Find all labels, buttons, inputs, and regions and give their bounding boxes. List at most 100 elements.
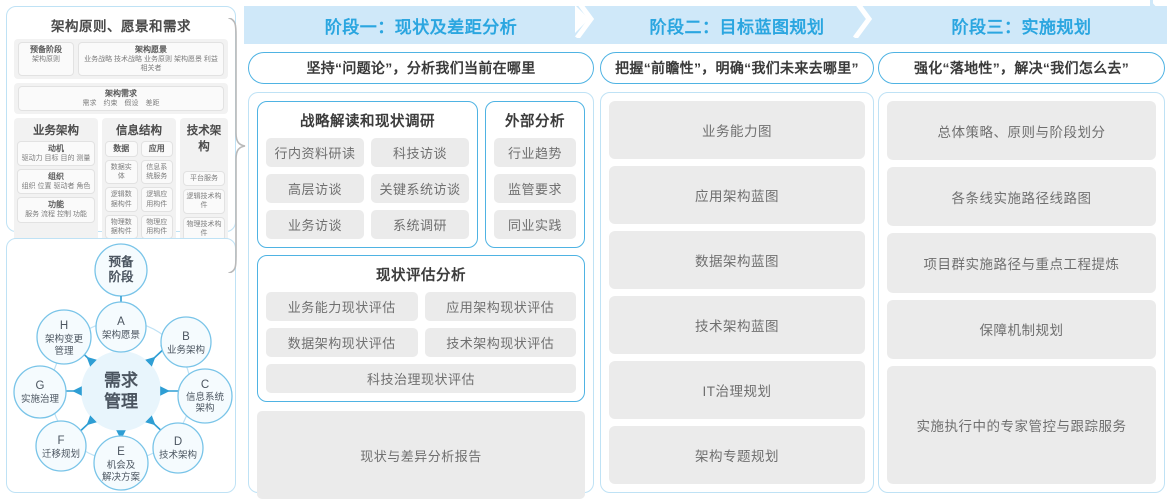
s: 信息系统服务 xyxy=(146,164,168,181)
togaf-info-app-item-3: 物理应用构件 xyxy=(140,214,173,239)
chip-it-governance-plan[interactable]: IT治理规划 xyxy=(609,361,865,419)
chip-it-governance-assessment[interactable]: 科技治理现状评估 xyxy=(266,364,576,393)
adm-node-c xyxy=(177,368,233,424)
togaf-box-prelim-sub: 架构原则 xyxy=(32,56,60,63)
chip-row: 监管要求 xyxy=(494,174,576,203)
adm-node-prelim-line1: 预备 xyxy=(108,254,134,269)
phase-subtitle-2: 把握“前瞻性”，明确“我们未来去哪里” xyxy=(600,52,874,84)
adm-node-d-key: D xyxy=(174,436,182,448)
togaf-framework-card: 架构原则、愿景和需求 预备阶段 架构原则 架构愿景 业务战略 技术战略 业务原则… xyxy=(6,6,236,291)
s: 物理数据构件 xyxy=(110,218,132,235)
chip-tech-arch-blueprint[interactable]: 技术架构蓝图 xyxy=(609,296,865,354)
togaf-title: 架构原则、愿景和需求 xyxy=(51,19,191,34)
chip-row: 业务能力现状评估 应用架构现状评估 xyxy=(266,292,576,321)
chip-application-arch-blueprint[interactable]: 应用架构蓝图 xyxy=(609,166,865,224)
adm-node-e-label1: 机会及 xyxy=(107,459,136,471)
adm-node-e xyxy=(93,435,149,491)
togaf-info-app-stack: 应用 信息系统服务 逻辑应用构件 物理应用构件 xyxy=(140,141,173,239)
chip-data-arch-assessment[interactable]: 数据架构现状评估 xyxy=(266,328,418,357)
current-state-assessment-group: 现状评估分析 业务能力现状评估 应用架构现状评估 数据架构现状评估 技术架构现状… xyxy=(257,255,585,402)
togaf-info-data-item-1: 数据实体 xyxy=(105,160,138,185)
chip-internal-docs[interactable]: 行内资料研读 xyxy=(266,138,364,167)
chip-industry-trend[interactable]: 行业趋势 xyxy=(494,138,576,167)
phase-subtitle-1: 坚持“问题论”，分析我们当前在哪里 xyxy=(248,52,594,84)
adm-node-h-label2: 管理 xyxy=(54,345,74,357)
chip-business-capability-assessment[interactable]: 业务能力现状评估 xyxy=(266,292,418,321)
togaf-band-requirements: 架构需求 需求 约束 假设 差距 xyxy=(14,83,228,115)
s: 逻辑应用构件 xyxy=(146,191,168,208)
adm-node-b-label: 业务架构 xyxy=(167,344,205,356)
togaf-info-app-head: 应用 xyxy=(140,141,173,158)
adm-node-h xyxy=(36,309,92,365)
adm-node-g-label: 实施治理 xyxy=(21,393,60,405)
phase-1-top-row: 战略解读和现状调研 行内资料研读 科技访谈 高层访谈 关键系统访谈 业务访谈 系… xyxy=(257,101,585,248)
chip-overall-strategy[interactable]: 总体策略、原则与阶段划分 xyxy=(887,101,1156,161)
chip-tech-arch-assessment[interactable]: 技术架构现状评估 xyxy=(424,328,576,357)
chip-row: 业务访谈 系统调研 xyxy=(266,210,469,239)
adm-node-e-label2: 解决方案 xyxy=(102,471,141,483)
chip-data-arch-blueprint[interactable]: 数据架构蓝图 xyxy=(609,231,865,289)
adm-node-c-label1: 信息系统 xyxy=(186,391,225,403)
togaf-col-technology: 技术架构 平台服务 逻辑技术构件 物理技术构件 xyxy=(180,118,228,244)
togaf-info-data-stack: 数据 数据实体 逻辑数据构件 物理数据构件 xyxy=(105,141,138,239)
togaf-tech-item-1: 平台服务 xyxy=(183,171,225,187)
togaf-info-data-item-3: 物理数据构件 xyxy=(105,214,138,239)
phase-banner-3-text: 阶段三：实施规划 xyxy=(951,17,1092,37)
chip-peer-practice[interactable]: 同业实践 xyxy=(494,210,576,239)
adm-node-b xyxy=(160,316,212,368)
togaf-col-business: 业务架构 动机 驱动力 目标 目的 测量 组织 组织 位置 驱动者 角色 功能 xyxy=(14,118,98,244)
adm-node-a-key: A xyxy=(117,316,125,328)
chip-exec-interview[interactable]: 高层访谈 xyxy=(266,174,364,203)
adm-node-f-label: 迁移规划 xyxy=(42,448,80,460)
togaf-box-vision: 架构愿景 业务战略 技术战略 业务原则 架构愿景 利益相关者 xyxy=(78,42,224,77)
phase-banner-3: 阶段三：实施规划 xyxy=(876,6,1167,44)
phase-3-column: 总体策略、原则与阶段划分 各条线实施路径线路图 项目群实施路径与重点工程提炼 保… xyxy=(878,92,1165,493)
chip-application-arch-assessment[interactable]: 应用架构现状评估 xyxy=(424,292,576,321)
adm-cycle-card: 需求 管理 预备 阶段 xyxy=(6,238,236,493)
strategy-research-title: 战略解读和现状调研 xyxy=(300,114,435,130)
chip-arch-topic-plan[interactable]: 架构专题规划 xyxy=(609,426,865,484)
togaf-box-prelim-head: 预备阶段 xyxy=(30,45,62,54)
h: 组织 xyxy=(48,172,64,182)
chip-gap-analysis-report[interactable]: 现状与差异分析报告 xyxy=(257,411,585,499)
chip-business-capability-map[interactable]: 业务能力图 xyxy=(609,101,865,159)
phase-banner-2-text: 阶段二：目标蓝图规划 xyxy=(649,17,825,37)
togaf-info-data-item-2: 逻辑数据构件 xyxy=(105,187,138,212)
adm-node-a xyxy=(95,301,147,353)
togaf-box-requirements-head: 架构需求 xyxy=(105,89,137,99)
adm-node-c-label2: 架构 xyxy=(195,402,214,414)
chip-system-survey[interactable]: 系统调研 xyxy=(371,210,469,239)
s: 逻辑数据构件 xyxy=(110,191,132,208)
current-state-assessment-title: 现状评估分析 xyxy=(376,268,466,284)
s: 平台服务 xyxy=(190,175,218,183)
adm-node-d xyxy=(152,422,204,474)
phase-2-column: 业务能力图 应用架构蓝图 数据架构蓝图 技术架构蓝图 IT治理规划 架构专题规划 xyxy=(600,92,874,493)
adm-node-d-label: 技术架构 xyxy=(159,449,197,461)
adm-node-f xyxy=(35,420,87,472)
togaf-box-vision-sub: 业务战略 技术战略 业务原则 架构愿景 利益相关者 xyxy=(84,56,218,73)
h: 功能 xyxy=(48,200,64,210)
togaf-col-business-title: 业务架构 xyxy=(33,125,79,138)
adm-node-f-key: F xyxy=(57,435,64,447)
chip-program-roadmap[interactable]: 项目群实施路径与重点工程提炼 xyxy=(887,233,1156,293)
phase-1-column: 战略解读和现状调研 行内资料研读 科技访谈 高层访谈 关键系统访谈 业务访谈 系… xyxy=(248,92,594,499)
left-panel: 架构原则、愿景和需求 预备阶段 架构原则 架构愿景 业务战略 技术战略 业务原则… xyxy=(6,6,236,493)
h: 数据 xyxy=(113,144,130,154)
adm-node-h-label1: 架构变更 xyxy=(45,333,84,345)
chip-tech-interview[interactable]: 科技访谈 xyxy=(371,138,469,167)
chip-assurance-mechanism[interactable]: 保障机制规划 xyxy=(887,299,1156,359)
phase-subtitle-3: 强化“落地性”，解决“我们怎么去” xyxy=(878,52,1165,84)
chip-business-interview[interactable]: 业务访谈 xyxy=(266,210,364,239)
chip-regulatory-requirement[interactable]: 监管要求 xyxy=(494,174,576,203)
adm-node-g-key: G xyxy=(36,380,45,392)
s: 逻辑技术构件 xyxy=(186,193,222,210)
chip-expert-oversight-service[interactable]: 实施执行中的专家管控与跟踪服务 xyxy=(887,365,1156,485)
adm-center-line1: 需求 xyxy=(104,370,138,390)
chip-line-roadmap[interactable]: 各条线实施路径线路图 xyxy=(887,167,1156,227)
chip-row: 数据架构现状评估 技术架构现状评估 xyxy=(266,328,576,357)
togaf-box-requirements-sub: 需求 约束 假设 差距 xyxy=(82,100,160,108)
adm-center-line2: 管理 xyxy=(104,391,138,411)
adm-node-g xyxy=(13,365,67,419)
chip-key-system-interview[interactable]: 关键系统访谈 xyxy=(371,174,469,203)
